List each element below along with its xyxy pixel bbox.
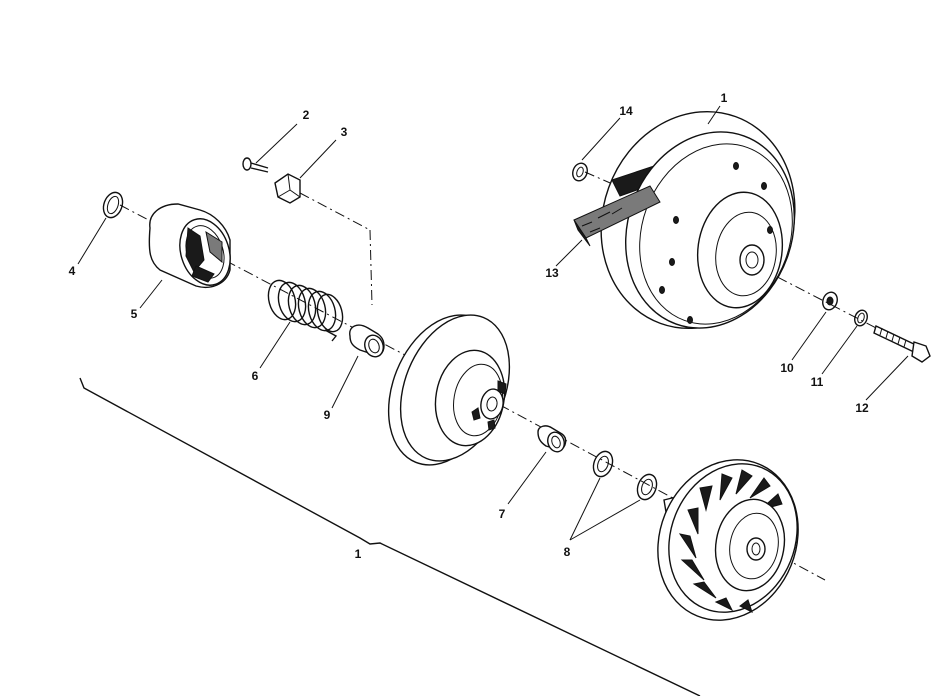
leader-lines (77, 105, 909, 541)
callout-labels: 2 3 4 5 6 9 7 8 14 1 13 10 11 12 1 (69, 91, 869, 561)
label-3: 3 (341, 125, 348, 139)
part-9-bushing (349, 324, 385, 358)
label-8: 8 (564, 545, 571, 559)
assembly-bracket (79, 377, 701, 696)
part-7-bushing (537, 425, 567, 453)
part-5-cam (148, 203, 231, 288)
part-11-lockwasher (854, 309, 868, 327)
label-9: 9 (324, 408, 331, 422)
part-6-spring (267, 279, 344, 342)
part-3-roller (274, 173, 301, 204)
fan-blades (678, 469, 783, 613)
moveable-sheave (387, 314, 511, 466)
assembled-clutch (600, 110, 796, 330)
label-10: 10 (780, 361, 794, 375)
part-4-snap-ring (102, 191, 124, 219)
label-7: 7 (499, 507, 506, 521)
label-6: 6 (252, 369, 259, 383)
bolt-holes (659, 162, 773, 324)
part-10-washer (822, 291, 838, 311)
label-14: 14 (619, 104, 633, 118)
part-12-bolt (873, 325, 931, 363)
label-1-lower: 1 (355, 547, 362, 561)
label-12: 12 (855, 401, 869, 415)
part-14-washer (572, 162, 588, 182)
part-2-screw (242, 157, 269, 173)
label-11: 11 (811, 375, 824, 389)
part-13-belt (573, 185, 661, 247)
label-4: 4 (69, 264, 76, 278)
label-2: 2 (303, 108, 310, 122)
part-8-washers (592, 450, 658, 501)
label-5: 5 (131, 307, 138, 321)
stationary-sheave (657, 459, 799, 621)
label-13: 13 (545, 266, 559, 280)
label-1-upper: 1 (721, 91, 728, 105)
